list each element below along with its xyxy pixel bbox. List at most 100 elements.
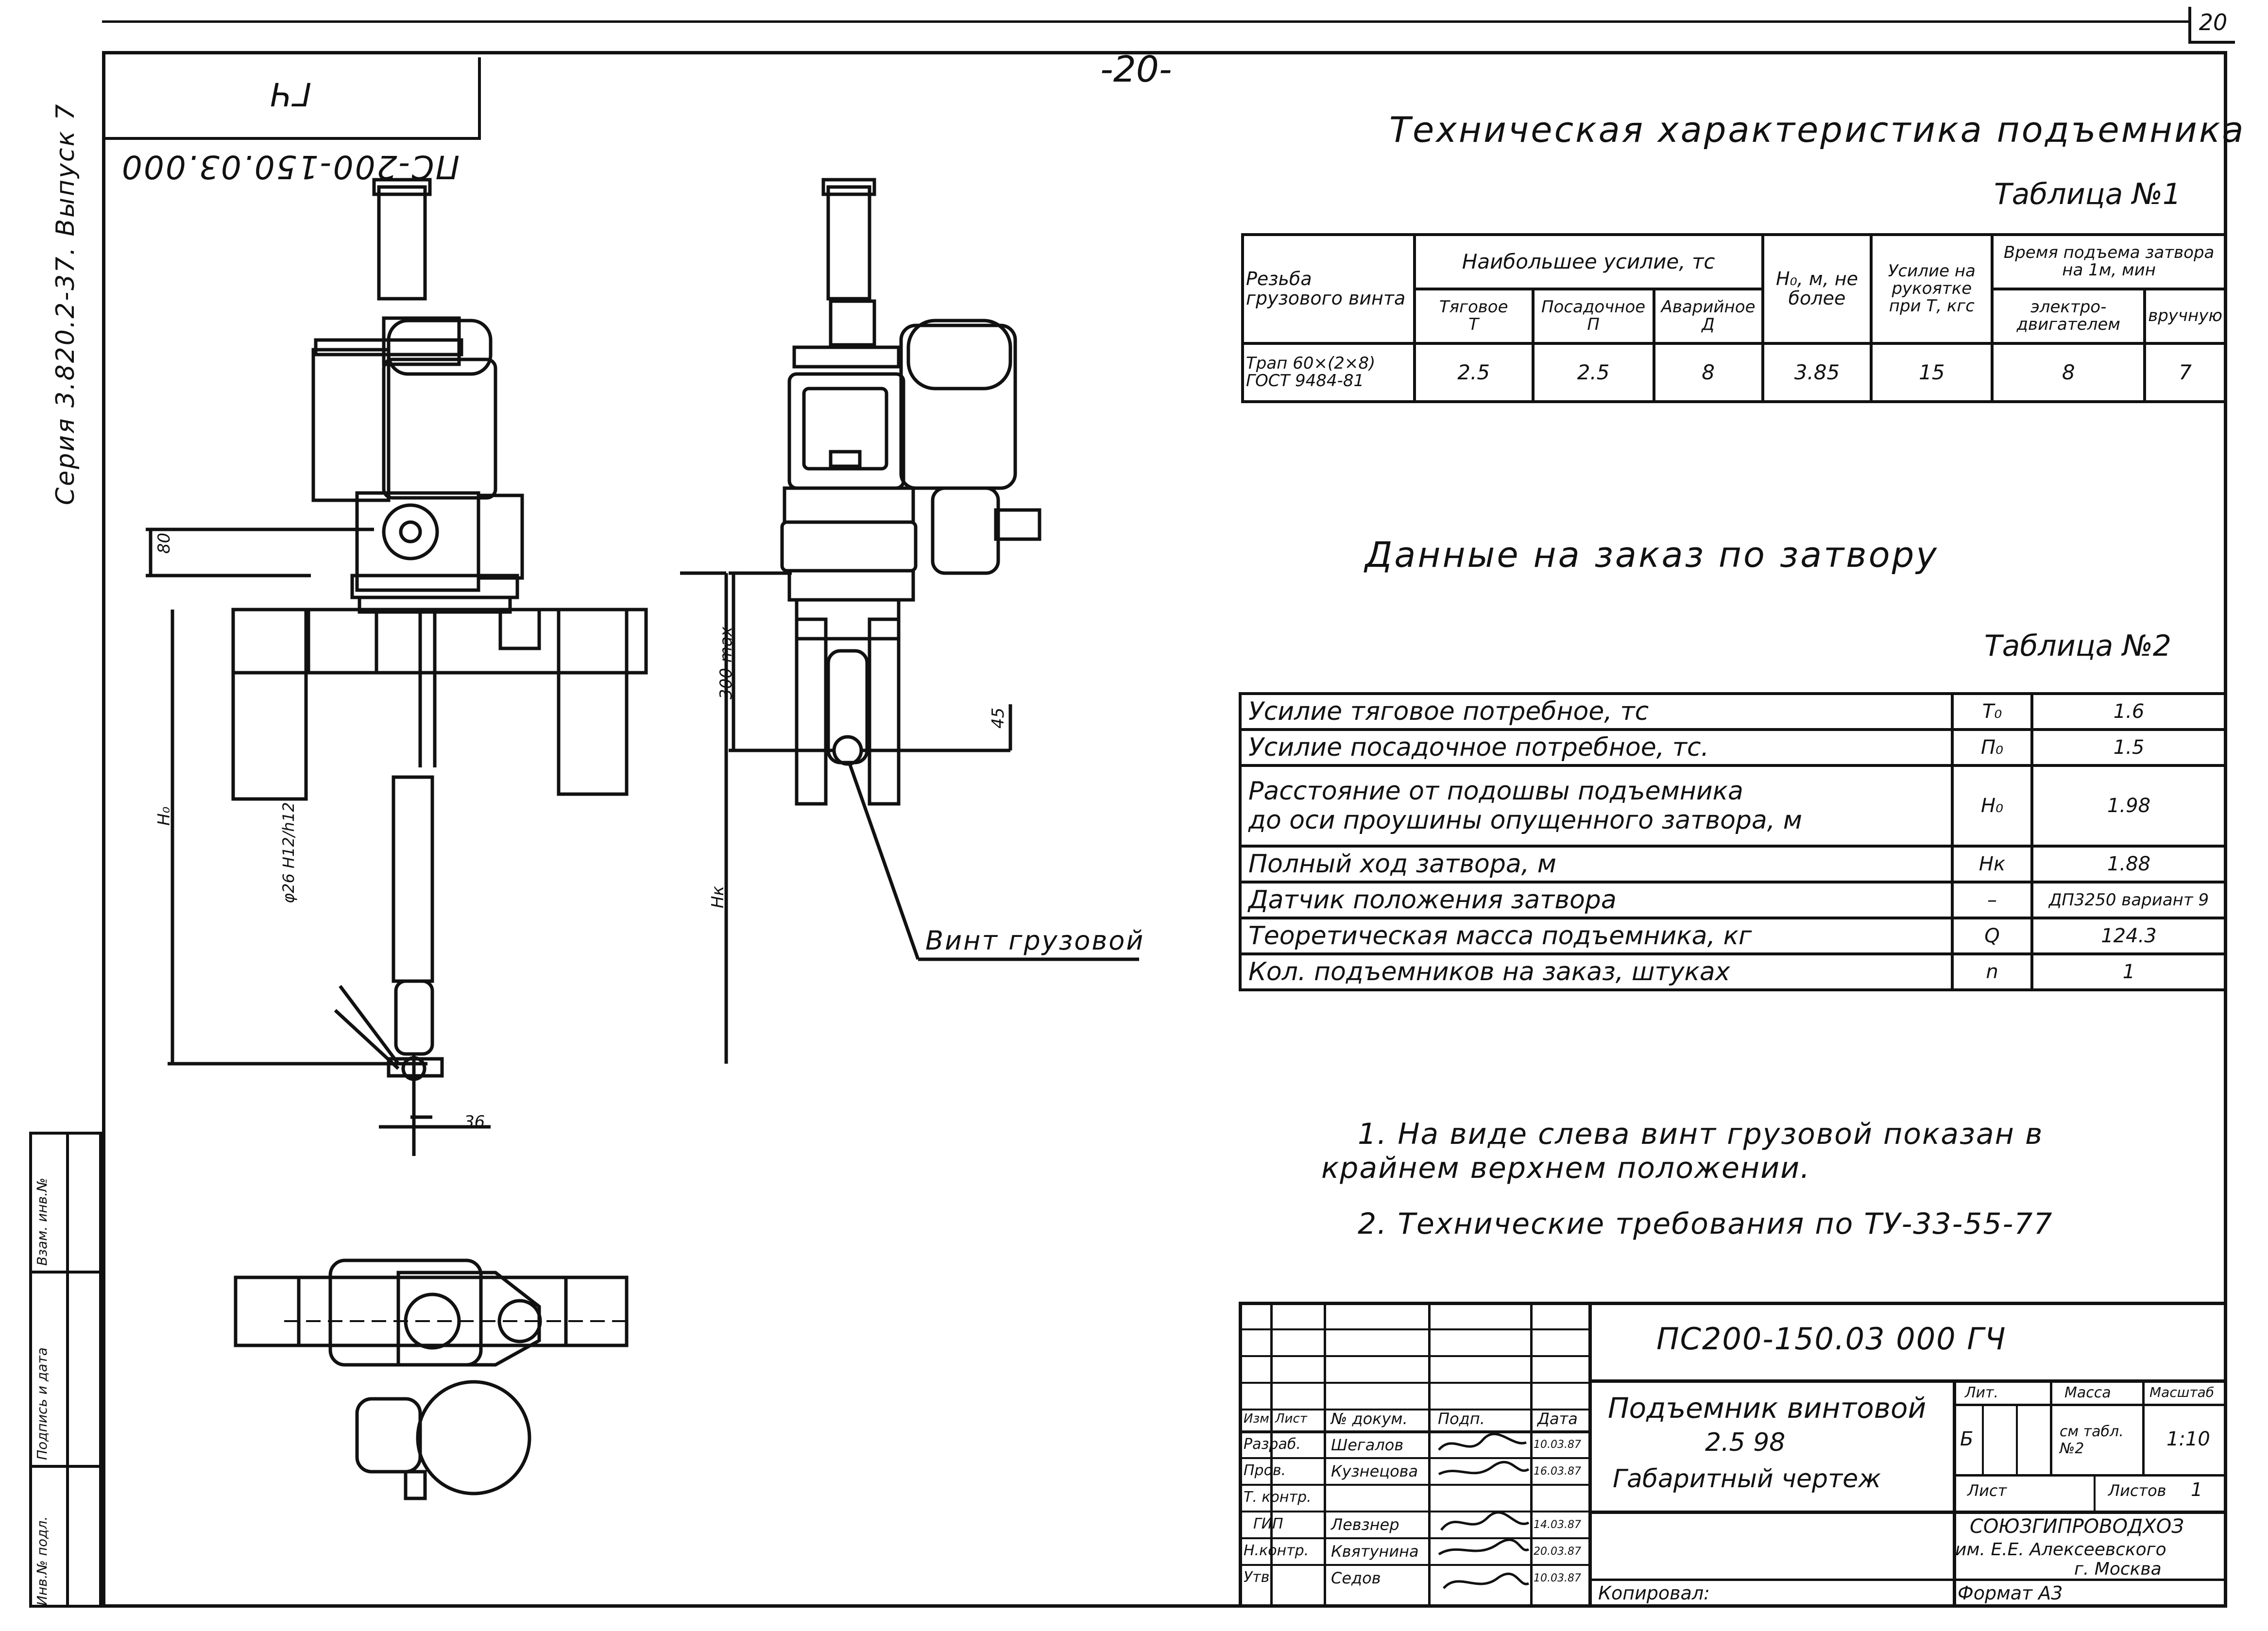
stamp-role: ГИП <box>1253 1515 1283 1532</box>
t2-sym: Нк <box>1951 845 2033 883</box>
t1-col-motor: электро-двигателем <box>1991 288 2147 345</box>
stamp-date: 10.03.87 <box>1534 1572 1581 1584</box>
t1-col-h: Н₀, м, не более <box>1761 233 1873 345</box>
leader-label: Винт грузовой <box>925 925 1145 956</box>
stamp-sheet: Лист <box>1967 1481 2007 1500</box>
signatures <box>1438 1432 1530 1589</box>
stamp-date: 20.03.87 <box>1534 1546 1581 1558</box>
side-screw-top <box>826 185 871 301</box>
stamp-scale: Масштаб <box>2149 1384 2215 1400</box>
t2-val: 1.88 <box>2030 845 2227 883</box>
t1-seat-sym: П <box>1587 315 1600 334</box>
dim-45: 45 <box>989 707 1008 729</box>
dim-36: 36 <box>464 1112 485 1132</box>
stamp-lit: Лит. <box>1965 1384 1999 1401</box>
t2-val: 124.3 <box>2030 917 2227 955</box>
title-block: ПС200-150.03 000 ГЧ Подъемник винтовой 2… <box>1239 1302 2227 1608</box>
stamp-sheets-val: 1 <box>2191 1479 2203 1500</box>
stamp-lit-val: Б <box>1960 1428 1974 1450</box>
t1-shock-sym: Д <box>1702 315 1715 334</box>
mirrored-code-box: ПС-200-150.03.000 ГЧ <box>102 57 481 186</box>
stamp-date: 16.03.87 <box>1534 1465 1581 1478</box>
t2-label: Датчик положения затвора <box>1239 881 1954 919</box>
stamp-hdr-izm: Изм. <box>1244 1411 1274 1426</box>
t2-sym: Q <box>1951 917 2033 955</box>
stamp-role: Разраб. <box>1244 1436 1301 1453</box>
t1-col-time: Время подъема затвора на 1м, мин <box>1991 233 2227 290</box>
t1-shock-label: Аварийное <box>1661 297 1756 317</box>
dim-phi: φ26 Н12/h12 <box>279 802 298 903</box>
stamp-person: Левзнер <box>1331 1515 1399 1534</box>
t1-col-force: Наибольшее усилие, тс <box>1413 233 1764 290</box>
t1-val-handle: 15 <box>1870 342 1994 403</box>
t1-val-motor: 8 <box>1991 342 2147 403</box>
page-number: -20- <box>1100 49 1172 90</box>
stamp-org1: СОЮЗГИПРОВОДХОЗ <box>1970 1515 2184 1538</box>
table1-caption: Таблица №1 <box>1994 177 2182 211</box>
side-stamp: Инв.№ подл. Подпись и дата Взам. инв.№ <box>29 1132 102 1608</box>
stamp-format: Формат А3 <box>1958 1582 2063 1604</box>
top-border-line <box>102 20 2191 23</box>
t1-col-thread: Резьба грузового винта <box>1241 233 1416 345</box>
stamp-hdr-doc: № докум. <box>1331 1410 1408 1428</box>
t1-val-h: 3.85 <box>1761 342 1873 403</box>
heading-order-data: Данные на заказ по затвору <box>1365 534 1939 575</box>
t2-row: Датчик положения затвора–ДП3250 вариант … <box>1239 881 2227 919</box>
stamp-role: Т. контр. <box>1244 1489 1312 1506</box>
dim-80: 80 <box>154 532 174 554</box>
t2-val: 1.98 <box>2030 764 2227 848</box>
sheet-corner-number: 20 <box>2188 7 2235 44</box>
dim-h0: Н₀ <box>154 806 174 826</box>
stamp-mass: Масса <box>2064 1384 2111 1401</box>
table-tech-spec: Резьба грузового винта Наибольшее усилие… <box>1241 233 2227 403</box>
t2-val: 1.6 <box>2030 692 2227 731</box>
t2-sym: – <box>1951 881 2033 919</box>
t1-val-shock: 8 <box>1652 342 1764 403</box>
stamp-sheets: Листов <box>2108 1481 2166 1500</box>
t2-sym: Н₀ <box>1951 764 2033 848</box>
stamp-copied: Копировал: <box>1598 1582 1710 1604</box>
t2-label: Усилие тяговое потребное, тс <box>1239 692 1954 731</box>
dim-300: 300 max <box>716 627 736 699</box>
t2-val: 1.5 <box>2030 728 2227 767</box>
stamp-scale-val: 1:10 <box>2166 1428 2210 1450</box>
t1-val-hand: 7 <box>2143 342 2227 403</box>
t1-seat-label: Посадочное <box>1541 297 1646 317</box>
note-1a: 1. На виде слева винт грузовой показан в <box>1358 1117 2044 1151</box>
stamp-date: 14.03.87 <box>1534 1519 1581 1531</box>
t2-label: Теоретическая масса подъемника, кг <box>1239 917 1954 955</box>
t1-thread-1: Трап 60×(2×8) <box>1246 354 1376 374</box>
t1-val-seat: 2.5 <box>1531 342 1655 403</box>
stamp-role: Утв. <box>1244 1569 1274 1586</box>
stamp-role: Пров. <box>1244 1462 1286 1479</box>
stamp-person: Шегалов <box>1331 1436 1404 1454</box>
table2-caption: Таблица №2 <box>1984 629 2172 663</box>
t2-val: 1 <box>2030 952 2227 991</box>
stamp-hdr-list: Лист <box>1275 1411 1307 1426</box>
t1-thread-2: ГОСТ 9484-81 <box>1246 371 1364 391</box>
stamp-code: ПС200-150.03 000 ГЧ <box>1656 1321 2007 1357</box>
t2-label-line1: Расстояние от подошвы подъемника <box>1248 777 1743 806</box>
stamp-org3: г. Москва <box>2074 1559 2162 1579</box>
stamp-role: Н.контр. <box>1244 1542 1309 1559</box>
t2-label: Кол. подъемников на заказ, штуках <box>1239 952 1954 991</box>
note-1b: крайнем верхнем положении. <box>1321 1151 1811 1185</box>
t1-col-handle: Усилие на рукоятке при Т, кгс <box>1870 233 1994 345</box>
t2-sym: n <box>1951 952 2033 991</box>
stamp-mass-val: см табл. №2 <box>2060 1423 2124 1457</box>
t2-sym: Т₀ <box>1951 692 2033 731</box>
t1-row-thread: Трап 60×(2×8)ГОСТ 9484-81 <box>1241 342 1416 403</box>
stamp-date: 10.03.87 <box>1534 1439 1581 1451</box>
t2-label: Усилие посадочное потребное, тс. <box>1239 728 1954 767</box>
stamp-person: Кузнецова <box>1331 1462 1418 1480</box>
stamp-person: Седов <box>1331 1569 1381 1587</box>
